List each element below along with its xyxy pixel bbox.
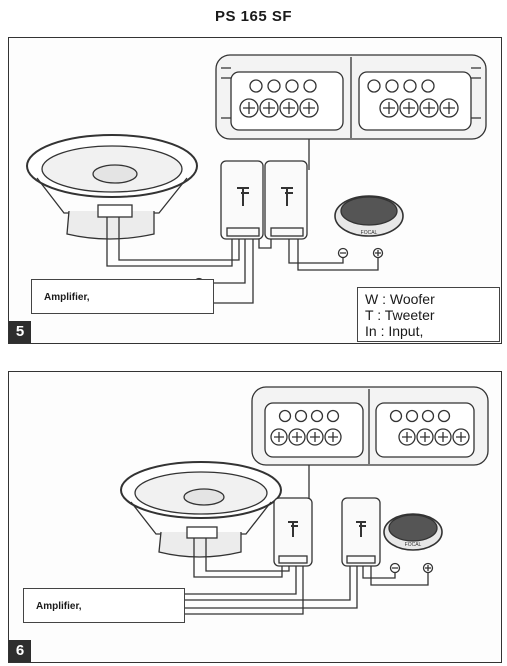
woofer-speaker — [26, 134, 198, 240]
panel-number: 5 — [9, 321, 31, 343]
legend-tweeter: T : Tweeter — [365, 307, 435, 323]
woofer-speaker — [120, 461, 282, 558]
panel-number: 6 — [9, 640, 31, 662]
diagram-panel-5: FOCAL Amplifier, W : Woofer T : Tweeter … — [8, 37, 502, 344]
wiring-diagram-6: FOCAL — [120, 386, 489, 619]
tweeter-speaker — [334, 195, 404, 237]
legend-input: In : Input, — [365, 323, 424, 339]
crossover-woofer — [273, 497, 313, 567]
crossover-woofer — [220, 160, 264, 240]
legend-woofer: W : Woofer — [365, 291, 435, 307]
crossover-terminal-closeup — [251, 386, 489, 466]
crossover-tweeter — [264, 160, 308, 240]
amplifier-box: Amplifier, — [31, 279, 214, 314]
wiring-diagram-5: FOCAL — [26, 54, 487, 309]
page-title: PS 165 SF — [214, 8, 293, 25]
amplifier-label: Amplifier, — [36, 601, 82, 612]
diagram-panel-6: FOCAL Amplifier, 6 — [8, 371, 502, 663]
tweeter-speaker — [383, 513, 443, 551]
tweeter-brand: FOCAL — [405, 542, 422, 548]
amplifier-label: Amplifier, — [44, 292, 90, 303]
crossover-tweeter — [341, 497, 381, 567]
crossover-terminal-closeup — [215, 54, 487, 140]
amplifier-box: Amplifier, — [23, 588, 185, 623]
tweeter-brand: FOCAL — [361, 230, 378, 236]
legend-box: W : Woofer T : Tweeter In : Input, — [357, 287, 500, 342]
